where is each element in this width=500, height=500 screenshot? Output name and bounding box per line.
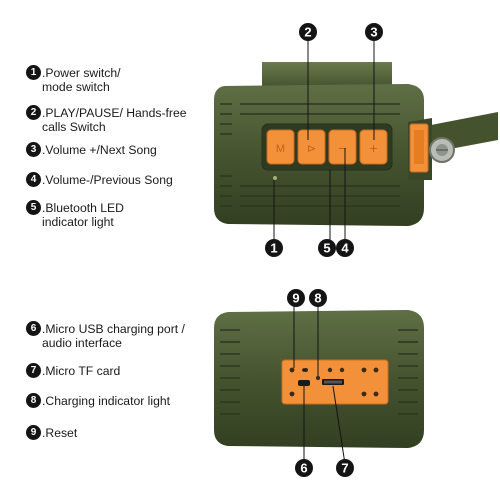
callout-4: 4	[336, 239, 354, 257]
callout-6: 6	[295, 459, 313, 477]
legend-number: 9	[26, 425, 41, 440]
play-icon: ⊳	[307, 142, 316, 155]
legend-text: .Volume +/Next Song	[42, 143, 157, 157]
speaker-bottom-view	[214, 306, 424, 465]
minus-icon: −	[338, 142, 347, 155]
legend-number: 1	[26, 65, 41, 80]
svg-text:3: 3	[370, 25, 377, 40]
mode-icon: M	[276, 143, 285, 155]
svg-text:8: 8	[314, 291, 321, 306]
svg-text:5: 5	[323, 241, 330, 256]
legend-item-5: 5 .Bluetooth LED indicator light	[26, 200, 124, 229]
legend-text: .Power switch/ mode switch	[42, 66, 121, 94]
volume-down-button[interactable]	[328, 129, 357, 165]
legend-text: .Charging indicator light	[42, 394, 171, 408]
legend-text: .Micro TF card	[42, 364, 121, 378]
callout-markers: 2 3 1 5 4 9 8 6	[265, 23, 383, 477]
legend-item-1: 1 .Power switch/ mode switch	[26, 65, 121, 94]
legend-number: 7	[26, 363, 41, 378]
legend-number: 2	[26, 105, 41, 120]
legend-item-3: 3 .Volume +/Next Song	[26, 142, 157, 157]
plus-icon: +	[369, 142, 378, 155]
legend-item-6: 6 .Micro USB charging port / audio inter…	[26, 321, 185, 350]
callout-8: 8	[309, 289, 327, 307]
legend-text: .Reset	[42, 426, 78, 440]
svg-text:6: 6	[300, 461, 307, 476]
power-mode-button[interactable]	[266, 129, 295, 165]
control-buttons: M ⊳ − +	[266, 129, 388, 165]
legend-item-7: 7 .Micro TF card	[26, 363, 121, 378]
legend-number: 4	[26, 172, 41, 187]
callout-3: 3	[365, 23, 383, 41]
svg-text:9: 9	[292, 291, 299, 306]
legend-item-9: 9 .Reset	[26, 425, 78, 440]
legend-item-4: 4 .Volume-/Previous Song	[26, 172, 173, 187]
svg-text:2: 2	[304, 25, 311, 40]
charging-led	[316, 376, 320, 380]
legend-text: .Micro USB charging port / audio interfa…	[42, 322, 185, 350]
legend-number: 3	[26, 142, 41, 157]
svg-text:1: 1	[270, 241, 277, 256]
legend-text: .Volume-/Previous Song	[42, 173, 173, 187]
legend-number: 8	[26, 393, 41, 408]
svg-text:4: 4	[341, 241, 349, 256]
speaker-top-view: M ⊳ − +	[214, 40, 498, 240]
legend-number: 6	[26, 321, 41, 336]
callout-1: 1	[265, 239, 283, 257]
bluetooth-led	[273, 176, 277, 180]
callout-7: 7	[336, 459, 354, 477]
callout-2: 2	[299, 23, 317, 41]
play-pause-button[interactable]	[297, 129, 326, 165]
callout-5: 5	[318, 239, 336, 257]
micro-usb-port	[298, 380, 310, 386]
svg-text:7: 7	[341, 461, 348, 476]
callout-9: 9	[287, 289, 305, 307]
legend-item-2: 2 .PLAY/PAUSE/ Hands-free calls Switch	[26, 105, 187, 134]
legend-text: .Bluetooth LED indicator light	[42, 201, 124, 229]
reset-hole	[302, 368, 306, 372]
legend-text: .PLAY/PAUSE/ Hands-free calls Switch	[42, 106, 187, 134]
legend-item-8: 8 .Charging indicator light	[26, 393, 171, 408]
legend-number: 5	[26, 200, 41, 215]
